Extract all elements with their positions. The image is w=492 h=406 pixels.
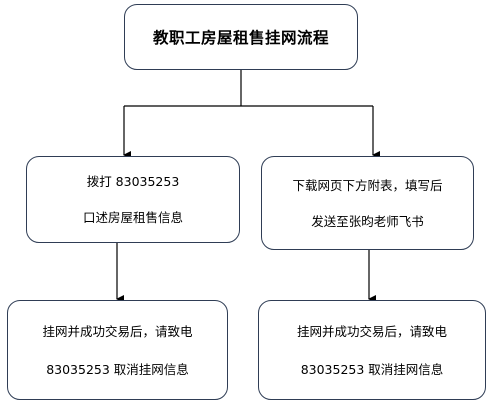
flowchart-title: 教职工房屋租售挂网流程 bbox=[152, 27, 329, 47]
left-step1-line1: 拨打 83035253 bbox=[86, 174, 180, 189]
right-step1-box: 下载网页下方附表，填写后 发送至张昀老师飞书 bbox=[261, 156, 474, 250]
left-step2-box: 挂网并成功交易后，请致电 83035253 取消挂网信息 bbox=[7, 300, 228, 400]
left-step1-box: 拨打 83035253 口述房屋租售信息 bbox=[26, 156, 240, 243]
right-step1-line1: 下载网页下方附表，填写后 bbox=[292, 177, 443, 193]
left-step1-line2: 口述房屋租售信息 bbox=[82, 210, 183, 225]
right-step2-line1: 挂网并成功交易后，请致电 bbox=[296, 323, 447, 339]
right-step2-box: 挂网并成功交易后，请致电 83035253 取消挂网信息 bbox=[258, 300, 486, 400]
right-step1-line2: 发送至张昀老师飞书 bbox=[311, 213, 424, 229]
flowchart-title-box: 教职工房屋租售挂网流程 bbox=[124, 4, 358, 70]
right-step2-line2: 83035253 取消挂网信息 bbox=[300, 361, 444, 377]
left-step2-line2: 83035253 取消挂网信息 bbox=[46, 361, 189, 377]
left-step2-line1: 挂网并成功交易后，请致电 bbox=[42, 323, 193, 339]
